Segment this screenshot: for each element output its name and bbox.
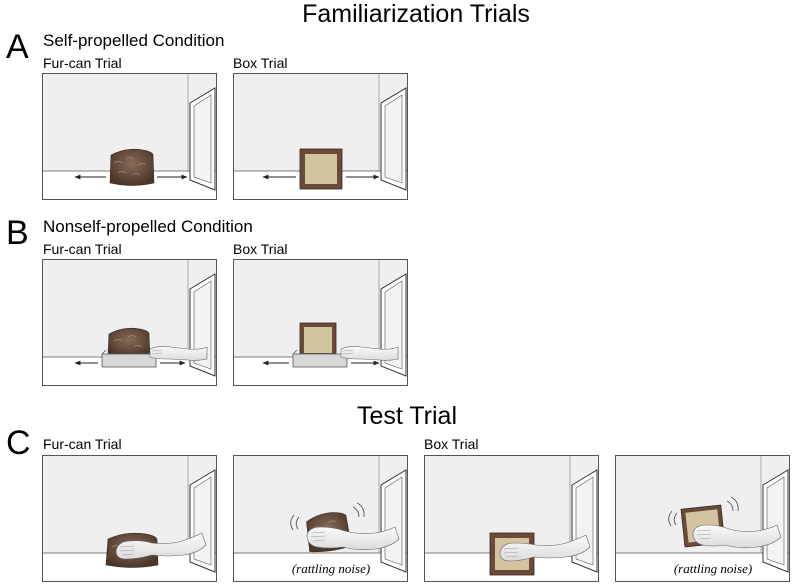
section-b-letter: B	[6, 214, 29, 252]
door	[189, 469, 216, 573]
fur-can	[109, 148, 155, 186]
door	[380, 273, 407, 377]
panel-b-box	[233, 259, 408, 386]
panel-c-furcan-1	[42, 455, 217, 582]
door	[571, 469, 598, 573]
hand-arm	[499, 534, 591, 562]
hand-arm	[149, 346, 208, 361]
section-a-furcan-label: Fur-can Trial	[43, 55, 122, 71]
section-b-box-label: Box Trial	[233, 241, 288, 257]
rattling-noise-caption: (rattling noise)	[674, 561, 752, 576]
shake-lines-icon	[290, 502, 365, 531]
hand-arm	[692, 524, 782, 548]
hand-arm	[306, 526, 400, 550]
section-c-furcan-label: Fur-can Trial	[43, 436, 122, 452]
fur-can	[107, 327, 151, 358]
shake-lines-icon	[668, 496, 739, 527]
rattling-noise-caption: (rattling noise)	[292, 561, 370, 576]
test-title: Test Trial	[356, 402, 458, 430]
familiarization-title: Familiarization Trials	[302, 0, 530, 28]
panel-b-furcan	[42, 259, 217, 386]
tray	[292, 349, 348, 368]
door	[380, 469, 407, 573]
section-b-furcan-label: Fur-can Trial	[43, 241, 122, 257]
door	[380, 87, 407, 191]
section-a-letter: A	[6, 28, 29, 66]
panel-a-furcan	[42, 73, 217, 200]
hand-arm	[340, 346, 399, 361]
section-c-letter: C	[6, 424, 31, 462]
door	[762, 469, 789, 573]
section-a-condition: Self-propelled Condition	[43, 31, 225, 50]
section-a-box-label: Box Trial	[233, 55, 288, 71]
panel-a-box	[233, 73, 408, 200]
hand-arm	[115, 532, 207, 560]
panel-c-box-1	[424, 455, 599, 582]
box	[299, 148, 343, 190]
door	[189, 87, 216, 191]
section-b-condition: Nonself-propelled Condition	[43, 217, 253, 236]
panel-c-box-2: (rattling noise)	[615, 455, 790, 582]
box	[299, 322, 337, 358]
panel-c-furcan-2: (rattling noise)	[233, 455, 408, 582]
section-c-box-label: Box Trial	[424, 436, 479, 452]
door	[189, 273, 216, 377]
